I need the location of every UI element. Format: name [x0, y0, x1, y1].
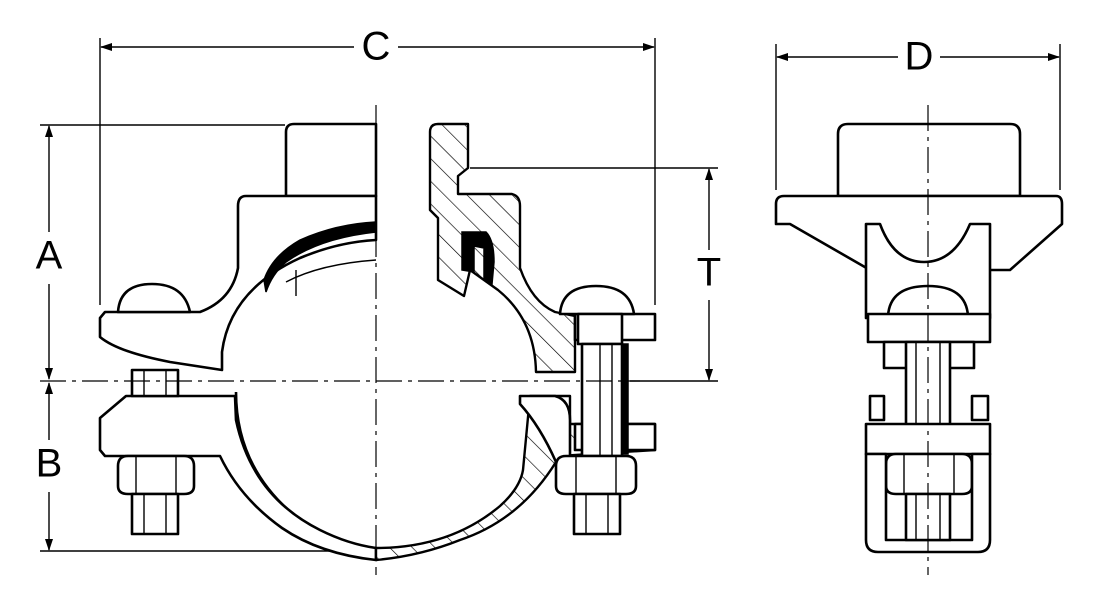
front-view: [40, 105, 657, 575]
nut-left: [116, 454, 196, 536]
dimension-b-label: B: [36, 442, 63, 486]
nut-right: [554, 454, 638, 536]
gasket-seal: [461, 231, 495, 286]
bolt-head-left: [116, 282, 192, 314]
side-upper-lug: [866, 312, 992, 344]
bolt-right-shank: [576, 312, 629, 458]
upper-saddle-right-section: [428, 122, 577, 374]
dimension-c-label: C: [362, 25, 391, 69]
dimension-t-label: T: [697, 251, 721, 295]
dimension-c: C: [99, 25, 656, 305]
side-outlet-boss: [836, 122, 1022, 198]
bolt-head-right: [558, 284, 636, 316]
dimension-a-label: A: [36, 234, 63, 278]
bolt-left-shank: [130, 368, 180, 398]
side-nut: [884, 452, 974, 496]
side-lower-body: [864, 452, 992, 554]
dimension-a: A: [36, 124, 285, 380]
pipe-shadow-arc: [263, 221, 377, 293]
dimension-b: B: [36, 382, 372, 552]
side-saddle-flange: [774, 194, 1064, 272]
outlet-boss: [284, 122, 378, 198]
dimension-d: D: [775, 35, 1061, 190]
upper-saddle-left: [98, 194, 378, 372]
side-lower-lug: [868, 394, 886, 422]
dimension-t: T: [470, 167, 721, 382]
dimension-d-label: D: [905, 35, 934, 79]
side-view: [774, 105, 1064, 575]
